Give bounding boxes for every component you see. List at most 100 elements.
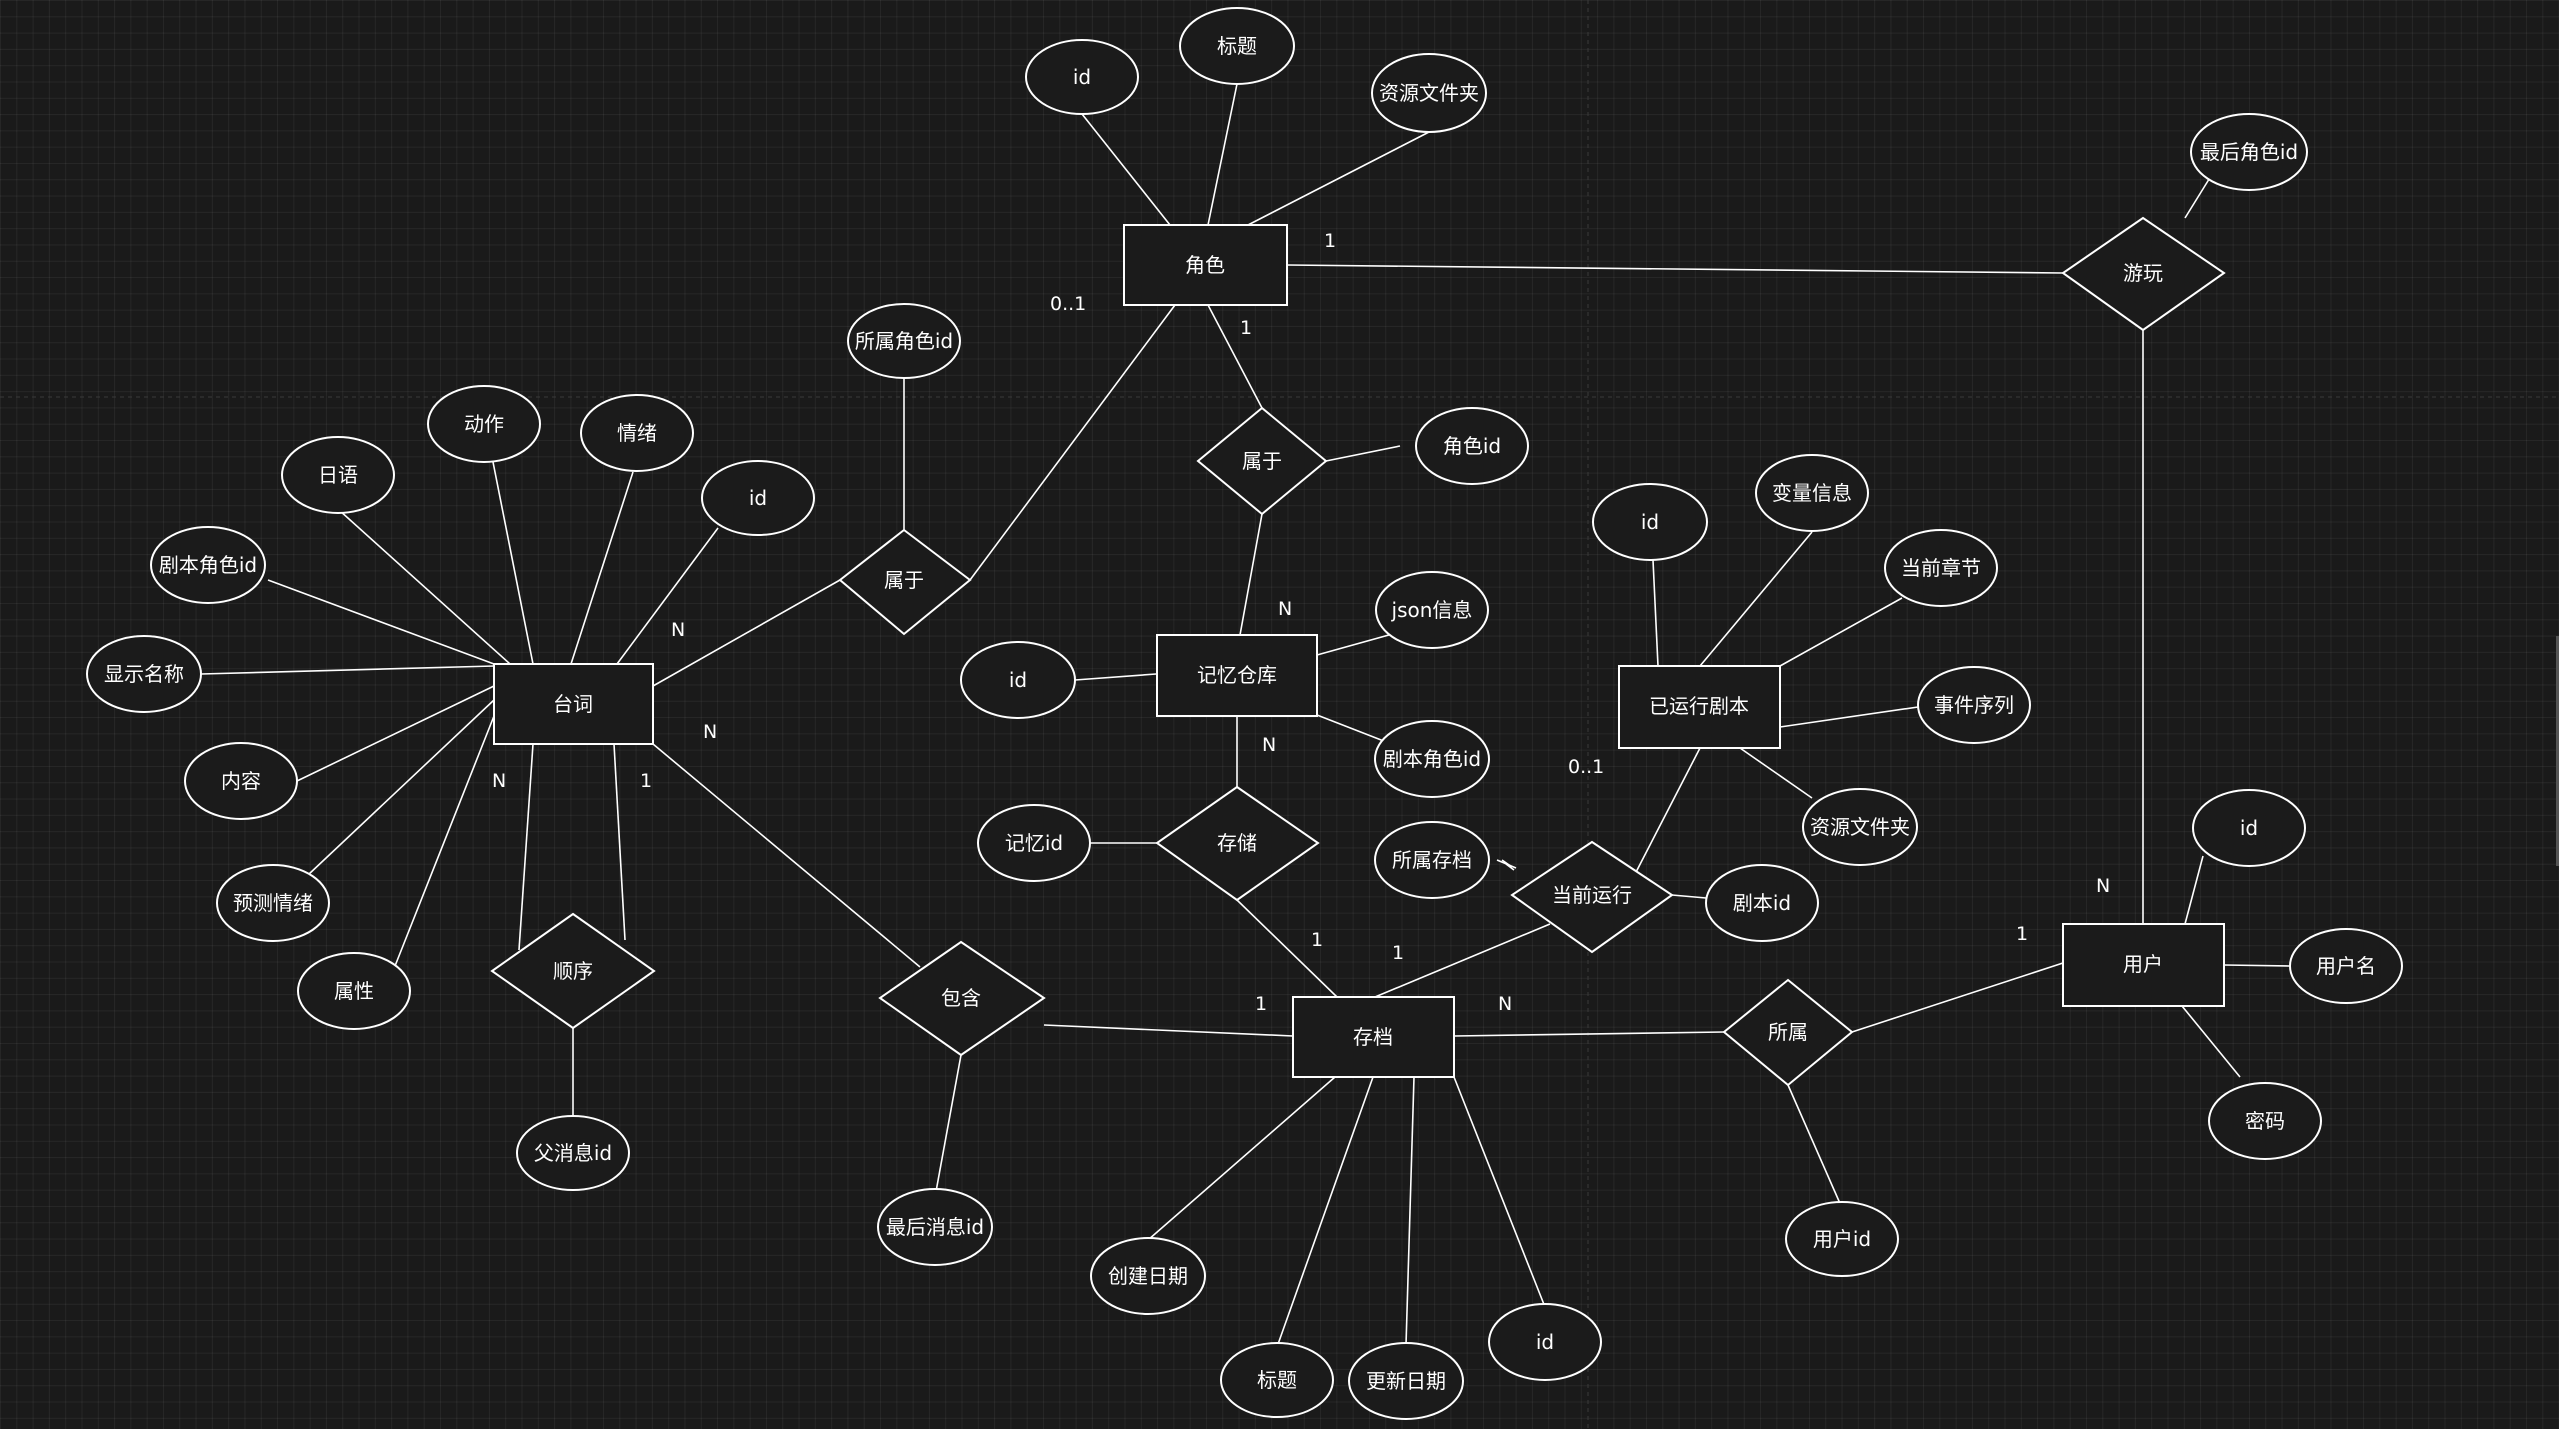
attr-contain-lastmsg[interactable]: 最后消息id [877, 1188, 993, 1266]
attr-owned-userid[interactable]: 用户id [1785, 1201, 1899, 1277]
relation-label: 属于 [1242, 449, 1282, 473]
attr-line-id[interactable]: id [701, 460, 815, 536]
attr-line-attr[interactable]: 属性 [297, 952, 411, 1030]
relation-label: 存储 [1217, 831, 1257, 855]
entity-label: 已运行剧本 [1649, 694, 1749, 718]
attr-line-predict[interactable]: 预测情绪 [216, 864, 330, 942]
svg-text:父消息id: 父消息id [534, 1141, 612, 1165]
svg-text:id: id [1536, 1330, 1554, 1354]
attr-order-parentid[interactable]: 父消息id [516, 1115, 630, 1191]
attr-rs-chapter[interactable]: 当前章节 [1884, 529, 1998, 607]
svg-text:当前章节: 当前章节 [1901, 556, 1981, 580]
svg-text:最后角色id: 最后角色id [2200, 140, 2298, 164]
svg-text:所属角色id: 所属角色id [855, 329, 953, 353]
attr-line-script-roleid[interactable]: 剧本角色id [150, 526, 266, 604]
svg-text:所属存档: 所属存档 [1392, 848, 1472, 872]
relation-label: 属于 [884, 568, 924, 592]
entity-memory[interactable]: 记忆仓库 [1156, 634, 1318, 717]
attr-save-created[interactable]: 创建日期 [1090, 1237, 1206, 1315]
attr-mem-json[interactable]: json信息 [1375, 571, 1489, 649]
entity-label: 存档 [1353, 1025, 1393, 1049]
entity-save[interactable]: 存档 [1292, 996, 1455, 1078]
attr-store-memid[interactable]: 记忆id [977, 804, 1091, 882]
svg-text:标题: 标题 [1217, 34, 1257, 58]
attr-line-emotion[interactable]: 情绪 [580, 394, 694, 472]
attr-rs-folder[interactable]: 资源文件夹 [1802, 788, 1918, 866]
relation-owned[interactable]: 所属 [1722, 978, 1854, 1087]
svg-text:剧本角色id: 剧本角色id [159, 553, 257, 577]
svg-text:id: id [749, 486, 767, 510]
svg-text:id: id [1009, 668, 1027, 692]
svg-text:密码: 密码 [2245, 1109, 2285, 1133]
svg-text:用户名: 用户名 [2316, 954, 2376, 978]
entity-label: 用户 [2123, 952, 2163, 976]
cardinality-role-line: 0..1 [1050, 293, 1086, 315]
attr-save-updated[interactable]: 更新日期 [1348, 1342, 1464, 1420]
svg-text:id: id [2240, 816, 2258, 840]
scrollbar-right[interactable] [2556, 636, 2559, 866]
attr-line-content[interactable]: 内容 [184, 742, 298, 820]
attr-rs-id[interactable]: id [1592, 483, 1708, 561]
relation-label: 所属 [1768, 1020, 1808, 1044]
svg-text:预测情绪: 预测情绪 [233, 891, 313, 915]
svg-text:内容: 内容 [221, 769, 261, 793]
attr-user-id[interactable]: id [2192, 789, 2306, 867]
cardinality-line-order-n: N [492, 770, 506, 792]
svg-text:资源文件夹: 资源文件夹 [1379, 81, 1479, 105]
relation-belong-line[interactable]: 属于 [838, 528, 972, 636]
svg-text:事件序列: 事件序列 [1934, 693, 2014, 717]
attr-role-folder[interactable]: 资源文件夹 [1371, 53, 1487, 133]
relation-store[interactable]: 存储 [1155, 785, 1320, 902]
attr-user-pwd[interactable]: 密码 [2208, 1082, 2322, 1160]
attr-role-id[interactable]: id [1025, 39, 1139, 115]
attr-line-action[interactable]: 动作 [427, 385, 541, 463]
entity-role[interactable]: 角色 [1123, 224, 1288, 306]
entity-runscript[interactable]: 已运行剧本 [1618, 665, 1781, 749]
relation-belong-mem[interactable]: 属于 [1196, 406, 1328, 516]
svg-text:日语: 日语 [318, 463, 358, 487]
cardinality-role-play: 1 [1324, 230, 1336, 252]
attr-rs-events[interactable]: 事件序列 [1917, 666, 2031, 744]
attr-role-title[interactable]: 标题 [1179, 7, 1295, 85]
svg-text:json信息: json信息 [1391, 598, 1473, 622]
cardinality-role-mem: 1 [1240, 317, 1252, 339]
attr-mem-roleid[interactable]: 角色id [1415, 407, 1529, 485]
svg-text:创建日期: 创建日期 [1108, 1264, 1188, 1288]
entity-user[interactable]: 用户 [2062, 923, 2225, 1007]
svg-text:动作: 动作 [464, 412, 504, 436]
attr-line-owner-roleid[interactable]: 所属角色id [847, 303, 961, 379]
cardinality-save-contain: 1 [1255, 993, 1267, 1015]
relation-running[interactable]: 当前运行 [1510, 840, 1674, 954]
cardinality-user-play: N [2096, 875, 2110, 897]
svg-text:记忆id: 记忆id [1005, 831, 1063, 855]
svg-text:资源文件夹: 资源文件夹 [1810, 815, 1910, 839]
entity-label: 台词 [553, 692, 593, 716]
relation-order[interactable]: 顺序 [490, 912, 656, 1030]
svg-text:剧本id: 剧本id [1733, 891, 1791, 915]
svg-text:标题: 标题 [1257, 1368, 1297, 1392]
attr-run-scriptid[interactable]: 剧本id [1705, 864, 1819, 942]
svg-text:用户id: 用户id [1813, 1227, 1871, 1251]
attr-play-lastrole[interactable]: 最后角色id [2190, 113, 2308, 191]
attr-run-save[interactable]: 所属存档 [1374, 821, 1490, 899]
attr-mem-id[interactable]: id [960, 641, 1076, 719]
cardinality-user-owned: 1 [2016, 923, 2028, 945]
relation-contain[interactable]: 包含 [878, 940, 1046, 1057]
attr-rs-vars[interactable]: 变量信息 [1755, 454, 1869, 532]
relation-play[interactable]: 游玩 [2061, 216, 2226, 332]
attr-save-title[interactable]: 标题 [1220, 1342, 1334, 1418]
attr-mem-script-roleid[interactable]: 剧本角色id [1374, 720, 1490, 798]
attr-save-id[interactable]: id [1488, 1303, 1602, 1381]
svg-text:情绪: 情绪 [617, 421, 657, 445]
entity-line[interactable]: 台词 [493, 663, 654, 745]
cardinality-store-save: 1 [1311, 929, 1323, 951]
cardinality-rs-running: 0..1 [1568, 756, 1604, 778]
attr-line-displayname[interactable]: 显示名称 [86, 635, 202, 713]
relation-label: 游玩 [2123, 261, 2163, 285]
cardinality-mem-store: N [1262, 734, 1276, 756]
attr-line-japanese[interactable]: 日语 [281, 436, 395, 514]
attr-user-name[interactable]: 用户名 [2289, 928, 2403, 1004]
svg-text:id: id [1073, 65, 1091, 89]
